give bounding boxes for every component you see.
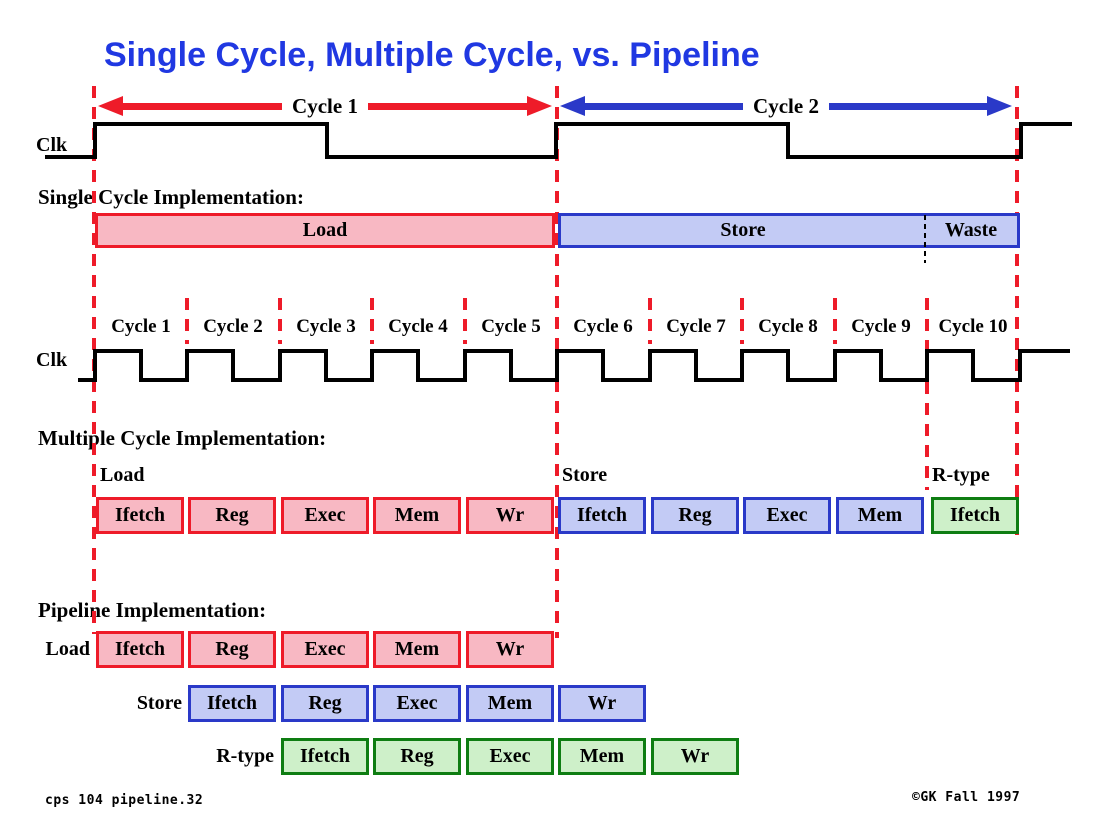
- clock-waveform-multi: [78, 349, 1070, 382]
- cycle2-arrow: Cycle 2: [560, 93, 1012, 119]
- stage-box: Exec: [743, 497, 831, 534]
- clk-label-multi: Clk: [36, 349, 68, 371]
- arrow-line: [828, 102, 987, 110]
- footer-right: ©GK Fall 1997: [912, 790, 1021, 805]
- arrow-line: [367, 102, 527, 110]
- cycle-label-1: Cycle 1: [111, 316, 171, 337]
- dashed-line: [740, 298, 744, 344]
- dashed-line: [278, 298, 282, 344]
- pipeline-store-label: Store: [136, 692, 182, 714]
- arrowhead-left-icon: [98, 96, 123, 116]
- single-cycle-load-box: Load: [95, 213, 555, 248]
- cycle2-label: Cycle 2: [753, 93, 819, 118]
- waste-segment-label: Waste: [944, 219, 998, 241]
- stage-box: Ifetch: [931, 497, 1019, 534]
- multi-load-label: Load: [100, 464, 145, 486]
- cycle-label-4: Cycle 4: [388, 316, 448, 337]
- multi-store-label: Store: [562, 464, 608, 486]
- stage-box: Reg: [188, 631, 276, 668]
- stage-box: Exec: [281, 631, 369, 668]
- dashed-line: [833, 298, 837, 344]
- arrowhead-right-icon: [527, 96, 552, 116]
- arrowhead-right-icon: [987, 96, 1012, 116]
- stage-box: Mem: [558, 738, 646, 775]
- waste-divider-dashed-line: [924, 215, 926, 263]
- stage-box: Exec: [281, 497, 369, 534]
- pipeline-rtype-label: R-type: [216, 745, 274, 767]
- stage-box: Reg: [281, 685, 369, 722]
- stage-box: Ifetch: [188, 685, 276, 722]
- clk-label-top: Clk: [36, 134, 68, 156]
- stage-box: Wr: [558, 685, 646, 722]
- stage-box: Wr: [651, 738, 739, 775]
- dashed-line-cycle-start: [92, 86, 96, 634]
- stage-box: Mem: [466, 685, 554, 722]
- page-title: Single Cycle, Multiple Cycle, vs. Pipeli…: [104, 36, 760, 74]
- stage-box: Reg: [651, 497, 739, 534]
- stage-box: Ifetch: [558, 497, 646, 534]
- cycle-label-6: Cycle 6: [573, 316, 633, 337]
- arrowhead-left-icon: [560, 96, 585, 116]
- dashed-line: [185, 298, 189, 344]
- stage-box: Mem: [373, 497, 461, 534]
- arrow-line: [123, 102, 283, 110]
- store-segment-label: Store: [720, 219, 766, 241]
- cycle-label-5: Cycle 5: [481, 316, 541, 337]
- dashed-line: [648, 298, 652, 344]
- stage-box: Wr: [466, 631, 554, 668]
- stage-box: Wr: [466, 497, 554, 534]
- pipeline-heading: Pipeline Implementation:: [38, 598, 267, 622]
- cycle1-label: Cycle 1: [292, 93, 358, 118]
- stage-box: Mem: [836, 497, 924, 534]
- cycle1-arrow: Cycle 1: [98, 93, 552, 119]
- cycle-label-3: Cycle 3: [296, 316, 356, 337]
- dashed-line-cycle-mid: [555, 86, 559, 638]
- cycle-label-7: Cycle 7: [666, 316, 726, 337]
- pipeline-load-label: Load: [45, 638, 90, 660]
- cycle-label-9: Cycle 9: [851, 316, 911, 337]
- arrow-line: [585, 102, 744, 110]
- dashed-line-rtype: [925, 298, 929, 490]
- stage-box: Ifetch: [96, 631, 184, 668]
- dashed-line: [463, 298, 467, 344]
- stage-box: Mem: [373, 631, 461, 668]
- multi-rtype-label: R-type: [932, 464, 990, 486]
- footer-left: cps 104 pipeline.32: [45, 793, 204, 808]
- multiple-cycle-heading: Multiple Cycle Implementation:: [38, 426, 327, 450]
- dashed-line-cycle-end: [1015, 86, 1019, 535]
- stage-box: Reg: [188, 497, 276, 534]
- stage-box: Reg: [373, 738, 461, 775]
- stage-box: Exec: [373, 685, 461, 722]
- cycle-label-10: Cycle 10: [938, 316, 1008, 337]
- single-cycle-store-box: Store Waste: [558, 213, 1020, 248]
- stage-box: Ifetch: [281, 738, 369, 775]
- cycle-label-2: Cycle 2: [203, 316, 263, 337]
- cycle-label-8: Cycle 8: [758, 316, 818, 337]
- stage-box: Exec: [466, 738, 554, 775]
- dashed-line: [370, 298, 374, 344]
- stage-box: Ifetch: [96, 497, 184, 534]
- single-cycle-heading: Single Cycle Implementation:: [38, 185, 304, 209]
